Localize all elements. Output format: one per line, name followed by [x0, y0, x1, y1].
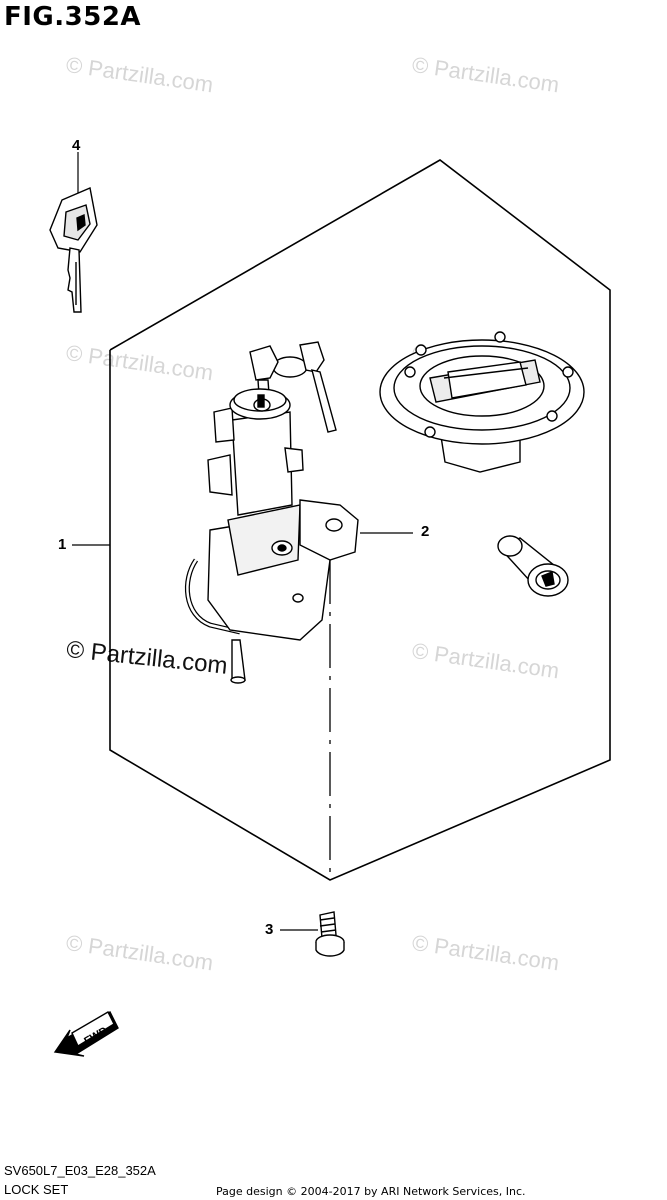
- ignition-switch-icon: [184, 341, 359, 684]
- figure-title: FIG.352A: [4, 2, 142, 32]
- screw-icon: [315, 911, 345, 957]
- diagram-code: SV650L7_E03_E28_352A: [4, 1163, 156, 1178]
- lock-set-box: [109, 159, 611, 881]
- leader-lines: [72, 152, 413, 931]
- key-icon: [49, 187, 98, 313]
- page-design-credit: Page design © 2004-2017 by ARI Network S…: [216, 1185, 526, 1198]
- callout-1: 1: [58, 536, 67, 553]
- forward-arrow-icon: FWD: [53, 1011, 119, 1057]
- callout-3: 3: [265, 921, 274, 938]
- fuel-cap-lock-icon: [379, 331, 585, 473]
- diagram-name: LOCK SET: [4, 1182, 69, 1197]
- callout-2: 2: [421, 523, 430, 540]
- callout-4: 4: [72, 137, 81, 154]
- seat-lock-cylinder-icon: [497, 535, 569, 597]
